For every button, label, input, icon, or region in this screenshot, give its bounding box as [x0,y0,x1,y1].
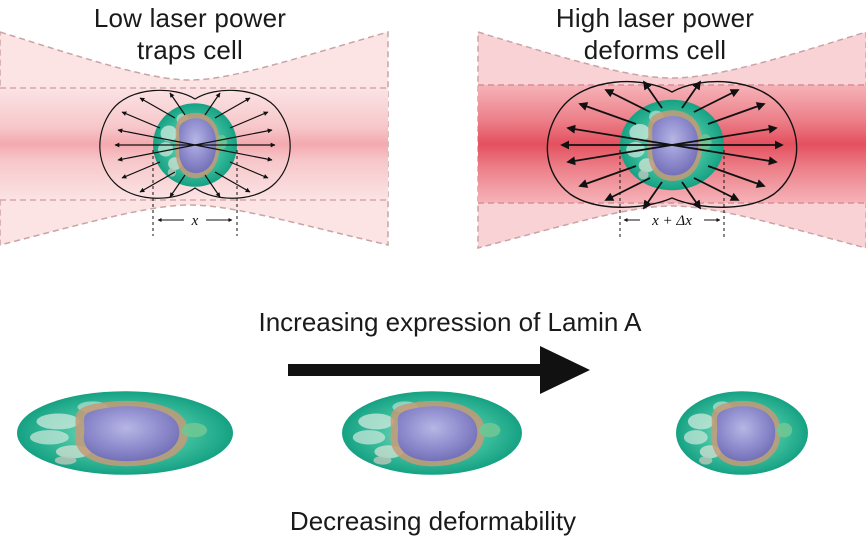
right-force-arrows [560,80,784,210]
left-panel-title: Low laser power traps cell [40,2,340,66]
right-cell-outline [546,80,798,208]
left-measure: x [152,150,238,236]
bottom-caption: Decreasing deformability [289,506,577,536]
left-panel: x [0,31,389,246]
right-title-line2: deforms cell [583,35,727,65]
right-panel: x + Δx [477,30,866,249]
lamin-arrow [288,346,590,394]
left-title-line1: Low laser power [93,3,287,33]
right-title-line1: High laser power [555,3,755,33]
left-title-line2: traps cell [136,35,244,65]
arrow-caption: Increasing expression of Lamin A [258,307,642,337]
right-measure-label: x + Δx [651,213,692,229]
bottom-cell-3 [676,391,808,475]
bottom-cell-2 [342,391,522,475]
left-cell-outline [99,89,291,199]
right-panel-title: High laser power deforms cell [505,2,805,66]
left-measure-label: x [191,213,199,229]
left-force-arrows [114,92,276,198]
bottom-cell-1 [16,391,233,475]
right-measure: x + Δx [619,150,725,238]
